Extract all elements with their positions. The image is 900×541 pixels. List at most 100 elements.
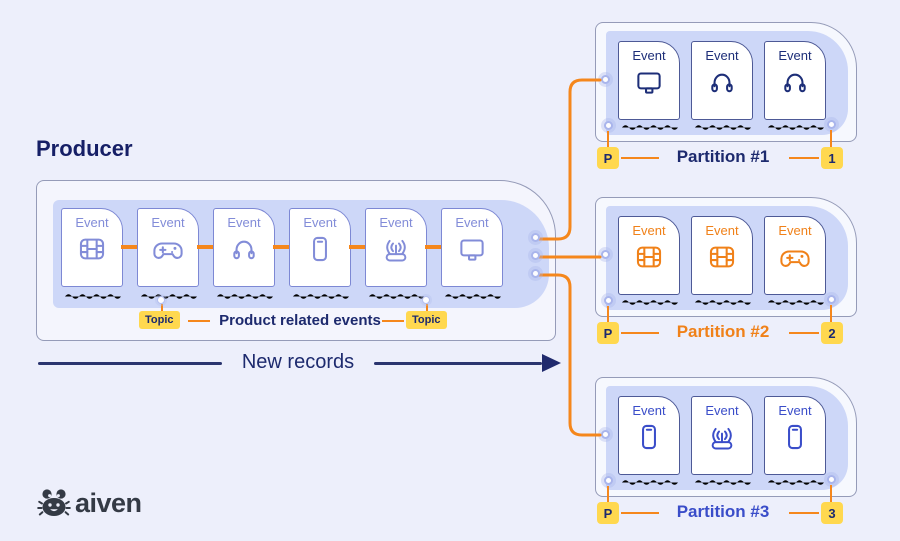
partition-3-box: Event Event Event <box>595 377 857 497</box>
connector-line <box>607 131 609 147</box>
film-icon <box>75 232 109 266</box>
wave-underline <box>215 291 273 300</box>
phone-icon <box>778 420 812 454</box>
headphones-icon <box>778 65 812 99</box>
connector-line <box>621 157 659 159</box>
event-card: Event <box>691 216 753 295</box>
connector-line <box>382 320 404 322</box>
wave-underline <box>291 291 349 300</box>
event-card-label: Event <box>705 223 739 238</box>
new-records-line-right <box>374 362 542 365</box>
topic-events-label: Product related events <box>219 312 381 329</box>
event-card-label: Event <box>778 223 812 238</box>
connector-dot <box>601 430 610 439</box>
event-card: Event <box>441 208 503 287</box>
headphones-icon <box>227 232 261 266</box>
connector-line <box>830 130 832 147</box>
router-icon <box>379 232 413 266</box>
event-card-label: Event <box>379 215 413 230</box>
phone-icon <box>303 232 337 266</box>
event-card: Event <box>365 208 427 287</box>
event-card-label: Event <box>75 215 109 230</box>
event-card-label: Event <box>632 48 666 63</box>
event-card: Event <box>289 208 351 287</box>
arrow-head-icon <box>542 354 561 372</box>
connector-dot <box>531 269 540 278</box>
connector-line <box>789 512 819 514</box>
event-card: Event <box>618 396 680 475</box>
connector-dot <box>604 296 613 305</box>
event-card-label: Event <box>705 403 739 418</box>
wave-underline <box>766 122 824 131</box>
connector-dot <box>531 251 540 260</box>
partition-key-badge: P <box>597 322 619 344</box>
wave-underline <box>766 477 824 486</box>
connector-line <box>789 157 819 159</box>
connector-dot <box>601 75 610 84</box>
event-card-label: Event <box>303 215 337 230</box>
connector-dot <box>604 121 613 130</box>
connector-line <box>188 320 210 322</box>
phone-icon <box>632 420 666 454</box>
wave-underline <box>139 291 197 300</box>
connector-line <box>607 306 609 322</box>
wave-underline <box>766 297 824 306</box>
event-card: Event <box>61 208 123 287</box>
film-icon <box>705 240 739 274</box>
wave-underline <box>443 291 501 300</box>
partition-3-title: Partition #3 <box>676 502 770 521</box>
connector-dot <box>422 296 430 304</box>
wave-underline <box>620 122 678 131</box>
partition-1-box: Event Event Event <box>595 22 857 142</box>
event-card: Event <box>691 396 753 475</box>
partition-number-badge: 1 <box>821 147 843 169</box>
brand-name: aiven <box>75 488 142 518</box>
wave-underline <box>620 297 678 306</box>
event-card: Event <box>691 41 753 120</box>
router-icon <box>705 420 739 454</box>
headphones-icon <box>705 65 739 99</box>
wave-underline <box>620 477 678 486</box>
wave-underline <box>693 297 751 306</box>
event-card-label: Event <box>632 403 666 418</box>
gamepad-icon <box>778 240 812 274</box>
event-card: Event <box>618 216 680 295</box>
partition-key-badge: P <box>597 502 619 524</box>
partition-2-box: Event Event Event <box>595 197 857 317</box>
event-card: Event <box>137 208 199 287</box>
wave-underline <box>63 291 121 300</box>
event-card: Event <box>618 41 680 120</box>
wave-underline <box>693 122 751 131</box>
producer-title: Producer <box>36 136 133 161</box>
wave-underline <box>693 477 751 486</box>
event-card: Event <box>764 41 826 120</box>
partition-1-panel: Event Event Event <box>606 31 848 135</box>
connector-dot <box>827 295 836 304</box>
connector-line <box>426 304 428 312</box>
connector-line <box>607 486 609 502</box>
partition-number-badge: 3 <box>821 502 843 524</box>
topic-badge-left: Topic <box>139 311 180 329</box>
connector-dot <box>531 233 540 242</box>
connector-line <box>161 304 163 312</box>
connector-line <box>830 485 832 502</box>
connector-dot <box>601 250 610 259</box>
connector-line <box>621 512 659 514</box>
event-card-label: Event <box>705 48 739 63</box>
connector-line <box>830 305 832 322</box>
crab-logo-icon <box>37 489 71 516</box>
partition-2-panel: Event Event Event <box>606 206 848 310</box>
partition-1-title: Partition #1 <box>676 147 770 166</box>
event-card: Event <box>764 396 826 475</box>
event-card-label: Event <box>227 215 261 230</box>
new-records-label: New records <box>241 351 355 373</box>
event-card-label: Event <box>778 48 812 63</box>
connector-dot <box>827 120 836 129</box>
connector-line <box>621 332 659 334</box>
producer-events-panel: Event Event Event Event Event Event <box>53 200 549 308</box>
film-icon <box>632 240 666 274</box>
event-card-label: Event <box>151 215 185 230</box>
event-card-label: Event <box>632 223 666 238</box>
event-card-label: Event <box>778 403 812 418</box>
connector-dot <box>157 296 165 304</box>
